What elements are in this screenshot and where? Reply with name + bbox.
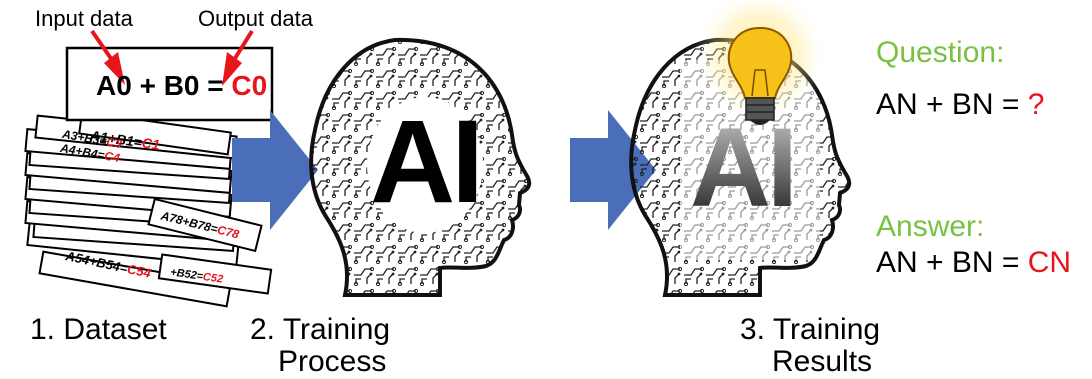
answer-rhs: CN bbox=[1027, 246, 1072, 279]
dataset-card bbox=[78, 110, 232, 156]
card-rhs: C1 bbox=[140, 134, 161, 153]
results-caption-line1: 3. Training bbox=[740, 313, 881, 346]
process-arrow-2 bbox=[570, 110, 656, 230]
answer-lhs: AN + BN = bbox=[876, 246, 1020, 279]
input-pointer-arrow bbox=[90, 29, 125, 85]
results-head-text: AI bbox=[690, 105, 798, 230]
main-equation-rhs: C0 bbox=[231, 70, 268, 101]
question-rhs: ? bbox=[1027, 88, 1045, 121]
process-arrow-1 bbox=[232, 110, 318, 230]
dataset-caption: 1. Dataset bbox=[30, 313, 167, 346]
training-head bbox=[309, 37, 532, 297]
input-data-label: Input data bbox=[35, 6, 133, 31]
dataset-card bbox=[157, 253, 273, 295]
dataset-card bbox=[147, 197, 263, 253]
answer-equation: AN + BN = CN bbox=[876, 246, 1071, 280]
output-pointer-arrow bbox=[222, 29, 254, 86]
dataset-card bbox=[38, 250, 232, 308]
main-equation: A0 + B0 = C0 bbox=[96, 70, 267, 102]
lightbulb-icon bbox=[692, 0, 828, 125]
card-stack bbox=[24, 110, 273, 308]
training-head-text: AI bbox=[370, 96, 484, 228]
output-data-label: Output data bbox=[198, 6, 313, 31]
training-caption-line2: Process bbox=[278, 345, 387, 378]
question-lhs: AN + BN = bbox=[876, 88, 1020, 121]
results-caption-line2: Results bbox=[772, 345, 873, 378]
training-caption-line1: 2. Training bbox=[250, 313, 391, 346]
question-label: Question: bbox=[876, 36, 1005, 69]
card-rhs: C4 bbox=[103, 148, 121, 166]
answer-label: Answer: bbox=[876, 210, 985, 243]
main-equation-lhs: A0 + B0 = bbox=[96, 70, 224, 101]
question-equation: AN + BN = ? bbox=[876, 88, 1044, 122]
